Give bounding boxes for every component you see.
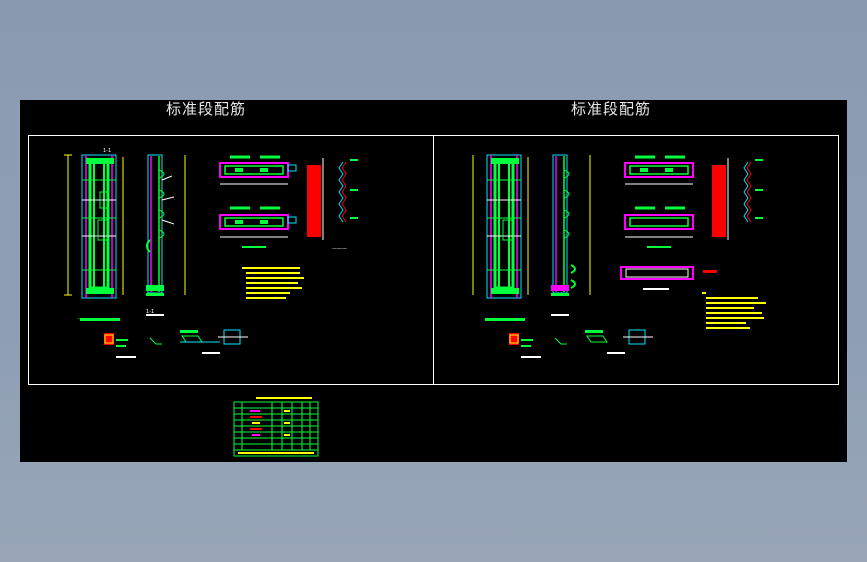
beam-section-left-1 — [219, 155, 297, 185]
rebar-schedule-table — [233, 397, 319, 457]
beam-section-left-2 — [219, 206, 297, 248]
sheet-title-right: 标准段配筋 — [571, 100, 652, 118]
cad-drawing-graphics: 1-1 —————— 1-1 — [64, 148, 766, 457]
details-right — [509, 329, 653, 358]
beam-section-right-1 — [624, 155, 694, 185]
drawing-canvas[interactable]: 标准段配筋 标准段配筋 1-1 —————— — [20, 100, 847, 462]
notes-right — [702, 292, 766, 329]
sheet-title-left: 标准段配筋 — [166, 100, 247, 118]
svg-text:1-1: 1-1 — [146, 309, 154, 315]
wall-section-right — [551, 154, 591, 316]
drawing-frame-right — [433, 135, 839, 385]
wall-section-left: 1-1 — [146, 154, 186, 316]
wall-elevation-left: 1-1 —————— — [64, 148, 124, 322]
wall-elevation-right — [472, 154, 529, 321]
beam-section-right-3 — [620, 266, 717, 290]
beam-section-right-2 — [624, 206, 694, 248]
notes-left — [242, 267, 304, 299]
svg-text:———: ——— — [332, 246, 347, 252]
red-section-left: ——— — [307, 158, 358, 252]
svg-text:1-1: 1-1 — [103, 148, 111, 154]
red-section-right — [712, 158, 763, 240]
details-left — [104, 329, 248, 358]
